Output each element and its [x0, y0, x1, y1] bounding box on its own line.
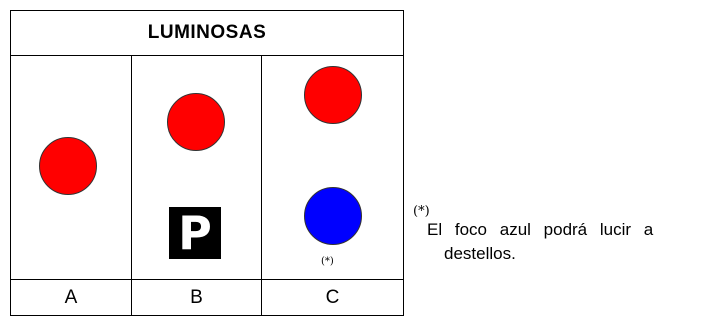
footnote-line1: El foco azul podrá lucir a	[427, 220, 661, 240]
label-row-divider	[11, 279, 403, 280]
parking-sign-letter: P	[178, 206, 212, 260]
footnote-word: podrá	[543, 220, 588, 239]
footnote-word: azul	[499, 220, 531, 239]
blue-light-c	[304, 187, 362, 245]
column-label-a: A	[64, 287, 78, 308]
column-label-b: B	[190, 287, 203, 308]
footnote-word: foco	[454, 220, 487, 239]
asterisk-mark: (*)	[321, 256, 334, 267]
column-divider-bc	[261, 56, 262, 316]
red-light-a	[39, 137, 97, 195]
signals-table: LUMINOSAS P (*) A B C	[10, 10, 404, 316]
column-divider-ab	[131, 56, 132, 316]
footnote-mark: (*)	[413, 204, 430, 219]
footnote-word: El	[427, 220, 443, 239]
column-label-c: C	[325, 287, 340, 308]
footnote-line2: destellos.	[444, 244, 516, 263]
footnote-word: lucir	[599, 220, 632, 239]
red-light-b	[167, 93, 225, 151]
red-light-c	[304, 66, 362, 124]
table-title: LUMINOSAS	[11, 11, 403, 56]
parking-sign-icon: P	[169, 207, 221, 259]
footnote-word: a	[643, 220, 654, 239]
